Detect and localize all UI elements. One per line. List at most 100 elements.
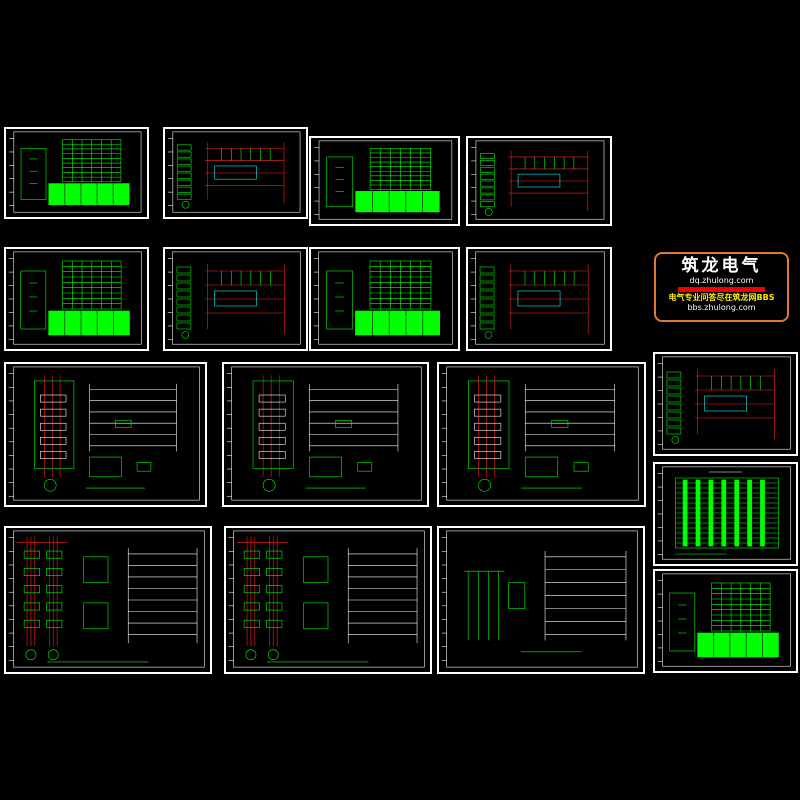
stamp-title: 筑龙电气 [681, 256, 762, 276]
contactor [23, 550, 40, 559]
sheet-drawing [8, 251, 142, 345]
sheet-drawing [657, 356, 791, 450]
filled-legend-table [355, 310, 440, 336]
contactor [266, 585, 283, 594]
stamp-bbs-domain: bbs.zhulong.com [687, 303, 756, 312]
contactor [258, 408, 286, 417]
cabinet-outline [20, 148, 47, 200]
sheet-drawing [167, 251, 301, 345]
aux-diagram [89, 456, 122, 478]
table-fill-column [708, 479, 714, 547]
terminal-block [666, 371, 682, 379]
inner-frame [446, 530, 638, 668]
terminal-block [176, 165, 192, 172]
aux-diagram [303, 602, 329, 630]
contactor [40, 422, 67, 431]
sheet-drawing [441, 366, 639, 501]
contactor [23, 568, 40, 576]
cabinet-outline [326, 270, 353, 330]
drawing-sheet-circuit [222, 362, 429, 507]
aux-diagram [83, 602, 109, 630]
contactor [243, 619, 260, 628]
inner-frame [13, 530, 205, 668]
inner-frame [13, 131, 142, 213]
ground-symbol [181, 331, 190, 339]
sheet-drawing [8, 530, 205, 668]
ground-symbol [181, 200, 190, 209]
inner-frame [475, 140, 605, 220]
filled-legend-table [48, 183, 130, 205]
terminal-block [479, 274, 495, 282]
table-fill-column [734, 479, 740, 547]
inner-frame [318, 140, 453, 220]
relay-module [517, 290, 561, 307]
aux-diagram [303, 556, 329, 584]
drawing-sheet-circuit [4, 362, 207, 507]
contactor [266, 619, 283, 628]
table-fill-column [747, 479, 752, 547]
aux-box [573, 462, 589, 472]
contactor [266, 602, 283, 611]
table-fill-column [695, 479, 701, 547]
terminal-block [480, 160, 495, 166]
inner-frame [446, 366, 639, 501]
motor-symbol [25, 649, 37, 661]
inner-frame [172, 251, 301, 345]
contactor [474, 408, 502, 417]
inner-frame [475, 251, 605, 345]
contactor [243, 568, 260, 576]
stamp-slogan: 电气专业问答尽在筑龙网BBS [656, 292, 787, 303]
terminal-block [666, 411, 682, 419]
terminal-block [176, 151, 192, 158]
terminal-block [176, 179, 192, 186]
inner-frame [662, 356, 791, 450]
terminal-block [176, 172, 192, 179]
contactor [258, 437, 286, 445]
drawing-sheet-wiring [466, 247, 612, 351]
contactor [23, 585, 40, 594]
contactor [474, 451, 502, 459]
cabinet-outline [20, 270, 47, 330]
terminal-block [666, 403, 682, 411]
terminal-block [666, 419, 682, 427]
contactor [40, 437, 67, 445]
filled-legend-table [697, 632, 779, 658]
contactor [243, 602, 260, 611]
sheet-drawing [657, 573, 791, 667]
stamp-red-bar [678, 287, 765, 292]
inner-frame [662, 466, 791, 560]
terminal-block [176, 322, 192, 330]
controller-box [508, 582, 526, 609]
sheet-drawing [168, 131, 301, 213]
contactor [46, 602, 63, 611]
drawing-sheet-panel [653, 569, 798, 673]
contactor [258, 422, 286, 431]
drawing-sheet-panel [4, 127, 149, 219]
cabinet-outline [669, 592, 696, 652]
starter-enclosure [252, 380, 294, 469]
contactor [23, 619, 40, 628]
terminal-block [176, 306, 192, 314]
relay-coil [335, 420, 352, 428]
terminal-block [480, 180, 495, 187]
contactor [243, 585, 260, 594]
terminal-block [176, 298, 192, 306]
contactor [243, 550, 260, 559]
sheet-drawing [441, 530, 638, 668]
aux-diagram [83, 556, 109, 584]
terminal-block [480, 173, 495, 180]
inner-frame [662, 573, 791, 667]
terminal-block [666, 395, 682, 403]
contactor [46, 585, 63, 594]
stamp-domain: dq.zhulong.com [689, 276, 754, 285]
terminal-block [176, 314, 192, 322]
contactor [46, 619, 63, 628]
equipment-table [675, 477, 779, 549]
terminal-block [176, 274, 192, 282]
inner-frame [172, 131, 301, 213]
terminal-block [176, 158, 192, 165]
relay-module [214, 165, 257, 180]
drawing-sheet-wiring [653, 352, 798, 456]
inner-frame [233, 530, 425, 668]
motor-symbol [245, 649, 257, 661]
